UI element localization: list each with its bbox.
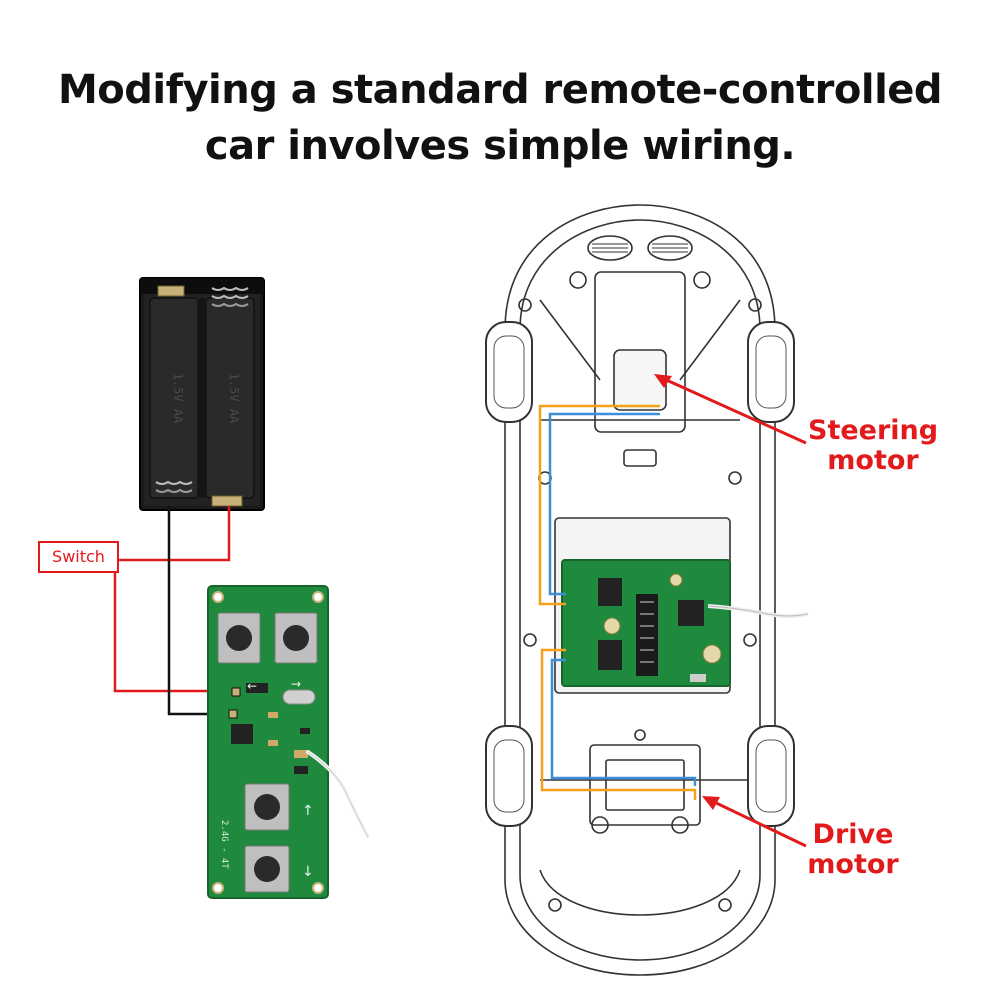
- motor-wires: [538, 404, 697, 800]
- wheel-front-left: [485, 321, 533, 423]
- svg-text:↓: ↓: [302, 864, 314, 880]
- drive-callout-line-1: Drive: [812, 819, 894, 850]
- switch-label: Switch: [38, 541, 119, 573]
- svg-text:→: →: [291, 677, 301, 691]
- steering-wire-orange: [538, 404, 660, 606]
- receiver-pcb: [561, 559, 809, 687]
- button-right-icon: [274, 612, 318, 664]
- battery-wires: [113, 506, 236, 716]
- drive-motor-callout: Drive motor: [798, 820, 908, 880]
- steering-arrow: [661, 376, 807, 445]
- drive-callout-line-2: motor: [807, 849, 899, 880]
- board-silkscreen: 2.4G - 4T: [219, 820, 229, 869]
- ic-chip: [231, 724, 253, 744]
- battery-holder: 1.5V AA 1.5V AA: [139, 277, 265, 511]
- drive-wire-blue: [550, 658, 697, 786]
- wheel-front-right: [747, 321, 795, 423]
- red-lead-to-board: [113, 573, 236, 693]
- button-reverse-icon: [244, 845, 290, 893]
- remote-pcb: ← → ↑ ↓ 2.4G - 4T: [207, 585, 370, 899]
- drive-wire-orange: [540, 648, 697, 800]
- steering-wire-blue: [548, 412, 660, 596]
- cell-marking-left: 1.5V AA: [171, 373, 185, 424]
- wheel-rear-right: [747, 725, 795, 827]
- steering-motor-callout: Steering motor: [808, 416, 938, 476]
- title-line-2: car involves simple wiring.: [204, 123, 796, 169]
- wheel-rear-left: [485, 725, 533, 827]
- svg-text:↑: ↑: [302, 803, 314, 819]
- title-line-1: Modifying a standard remote-controlled: [57, 67, 943, 113]
- cell-marking-right: 1.5V AA: [227, 373, 241, 424]
- red-lead: [119, 506, 231, 562]
- button-left-icon: [217, 612, 261, 664]
- drive-arrow: [709, 798, 807, 848]
- svg-text:←: ←: [247, 679, 257, 693]
- spring-contact: [157, 285, 249, 307]
- button-forward-icon: [244, 783, 290, 831]
- spring-contact: [155, 480, 243, 507]
- diode: [246, 683, 268, 693]
- steering-callout-line-2: motor: [827, 445, 919, 476]
- steering-callout-line-1: Steering: [808, 415, 939, 446]
- page-title: Modifying a standard remote-controlled c…: [0, 62, 1000, 174]
- callout-arrows: [654, 374, 807, 848]
- crystal: [282, 689, 316, 705]
